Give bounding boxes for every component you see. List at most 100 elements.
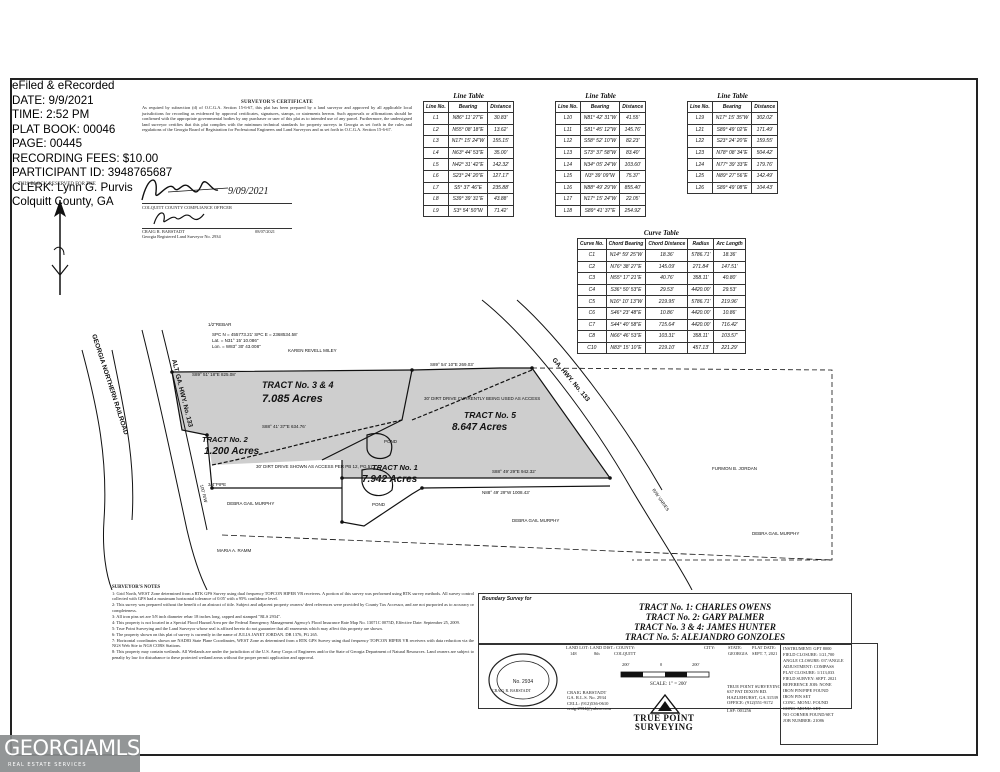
- table-cell: L26: [687, 181, 713, 195]
- certificate-body: As required by subsection (d) of O.C.G.A…: [142, 105, 412, 133]
- surveyor-name-text: CRAIG BARSTADT: [567, 690, 607, 695]
- table-cell: 271.84': [687, 260, 715, 274]
- tract-owner: TRACT No. 1: CHARLES OWENS: [638, 602, 772, 612]
- surveyor-email: craig.2934@yahoo.com: [567, 706, 612, 712]
- table-cell: L22: [687, 135, 713, 148]
- table-cell: 145.76': [619, 123, 647, 137]
- pond-label-2: POND: [372, 502, 386, 507]
- table-header: Arc Length: [713, 238, 746, 250]
- instrument-line: CONC. MONU. FOUND: [783, 700, 829, 705]
- distance-tract5-south: S88° 49' 29"E 942.32': [492, 469, 536, 474]
- table-cell: N3° 39' 09"W: [579, 169, 621, 183]
- table-cell: S89° 49' 02"E: [711, 123, 753, 137]
- table-cell: N88° 49' 29"W: [579, 181, 621, 195]
- tract-5-acres: 8.647 Acres: [452, 422, 508, 433]
- stamp-line: PARTICIPANT ID: 3948765687: [12, 166, 173, 179]
- county-label: COUNTY:: [616, 645, 636, 650]
- plat-map: TRACT No. 3 & 4 7.085 Acres TRACT No. 5 …: [81, 299, 833, 590]
- table-cell: 10.86': [713, 306, 746, 320]
- tract-34-acres: 7.085 Acres: [262, 393, 323, 405]
- state-value: GEORGIA: [728, 651, 748, 656]
- note-item: 5: True Point Surveying and the Land Sur…: [112, 625, 383, 631]
- pipe-label: 3/4"PIPE: [208, 482, 226, 487]
- table-cell: 221.29': [713, 341, 746, 355]
- state-plane-coords: SPC N = 455773.21' SPC E = 2368534.58': [212, 332, 298, 337]
- instrument-line: JOB NUMBER: 21086: [783, 718, 824, 723]
- owner-southwest: MARIA A. RAMM: [217, 548, 252, 553]
- table-cell: N81° 42' 31"W: [579, 112, 621, 125]
- table-cell: N86° 11' 27"E: [447, 112, 489, 125]
- table-cell: 142.49': [751, 169, 779, 183]
- surveyor-name: CRAIG R. BARSTADT: [142, 229, 185, 234]
- table-cell: N77° 39' 33"E: [711, 158, 753, 171]
- land-district-value: 8th: [594, 651, 600, 656]
- instrument-line: IRON PIN/PIPE FOUND: [783, 688, 829, 693]
- stamp-line: CLERK: Lynn G. Purvis: [12, 180, 133, 194]
- table-cell: 75.37': [619, 169, 647, 183]
- tract-5-label: TRACT No. 5: [464, 410, 516, 420]
- note-item: 7: Horizontal coordinates shown are NAD8…: [112, 637, 474, 649]
- stamp-line: TIME: 2:52 PM: [12, 108, 90, 121]
- table-cell: L24: [687, 158, 713, 171]
- table-cell: 5786.71': [687, 249, 715, 262]
- table-title: Line Table: [453, 92, 484, 100]
- plat-date-value: SEPT. 7, 2021: [752, 651, 778, 656]
- table-cell: L25: [687, 169, 713, 183]
- surveyor-registration: Georgia Registered Land Surveyor No. 293…: [142, 234, 221, 239]
- firm-name: TRUE POINT SURVEYING: [727, 684, 781, 689]
- surveyor-seal-icon: No. 2934: [488, 653, 558, 707]
- table-header: Distance: [487, 101, 515, 113]
- table-cell: 219.10': [645, 341, 689, 355]
- table-cell: L16: [555, 181, 581, 195]
- latitude: Lat. = N31° 15' 10.086": [212, 338, 259, 343]
- table-cell: 30.83': [487, 112, 515, 125]
- table-cell: L2: [423, 123, 449, 137]
- stamp-line: PAGE: 00445: [12, 137, 83, 150]
- reserved-block-label: THIS BLOCK RESERVED FOR THE: [18, 182, 96, 187]
- plat-date-label: PLAT DATE:: [752, 645, 776, 650]
- table-cell: 147.51': [713, 260, 746, 274]
- table-cell: N55° 17' 21"E: [605, 272, 647, 285]
- land-lot-label: LAND LOT:: [566, 645, 589, 650]
- table-cell: 155.15': [487, 135, 515, 148]
- table-cell: L10: [555, 112, 581, 125]
- city-label: CITY:: [704, 645, 716, 650]
- scale-bar-icon: [620, 671, 710, 678]
- table-cell: S89° 41' 37"E: [579, 204, 621, 218]
- table-cell: 40.76': [645, 272, 689, 285]
- seal-name: CRAIG R. BARSTADT: [492, 688, 531, 693]
- tract-1-acres: 7.942 Acres: [362, 474, 418, 485]
- stamp-line: RECORDING FEES: $10.00: [12, 151, 159, 165]
- table-cell: S23° 24' 20"E: [447, 169, 489, 183]
- boundary-survey-label: Boundary Survey for: [482, 596, 532, 602]
- tract-2-label: TRACT No. 2: [202, 435, 249, 444]
- state-label: STATE:: [728, 645, 743, 650]
- boundary-title-box: [478, 593, 852, 645]
- stamp-line: PLAT BOOK: 00046: [12, 122, 116, 136]
- table-cell: N55° 08' 18"E: [447, 123, 489, 137]
- instrument-line: NO CORNER FOUND/SET: [783, 712, 834, 717]
- table-cell: 43.88': [487, 193, 515, 206]
- officer-signature-icon: [141, 179, 229, 201]
- instrument-box: [780, 643, 878, 745]
- table-cell: 179.76': [751, 158, 779, 171]
- table-cell: 82.23': [619, 135, 647, 148]
- surveyor-signature-icon: [153, 212, 205, 225]
- table-cell: S81° 45' 12"W: [579, 123, 621, 137]
- table-cell: S5° 37' 46"E: [447, 181, 489, 195]
- signature-line: [142, 203, 292, 204]
